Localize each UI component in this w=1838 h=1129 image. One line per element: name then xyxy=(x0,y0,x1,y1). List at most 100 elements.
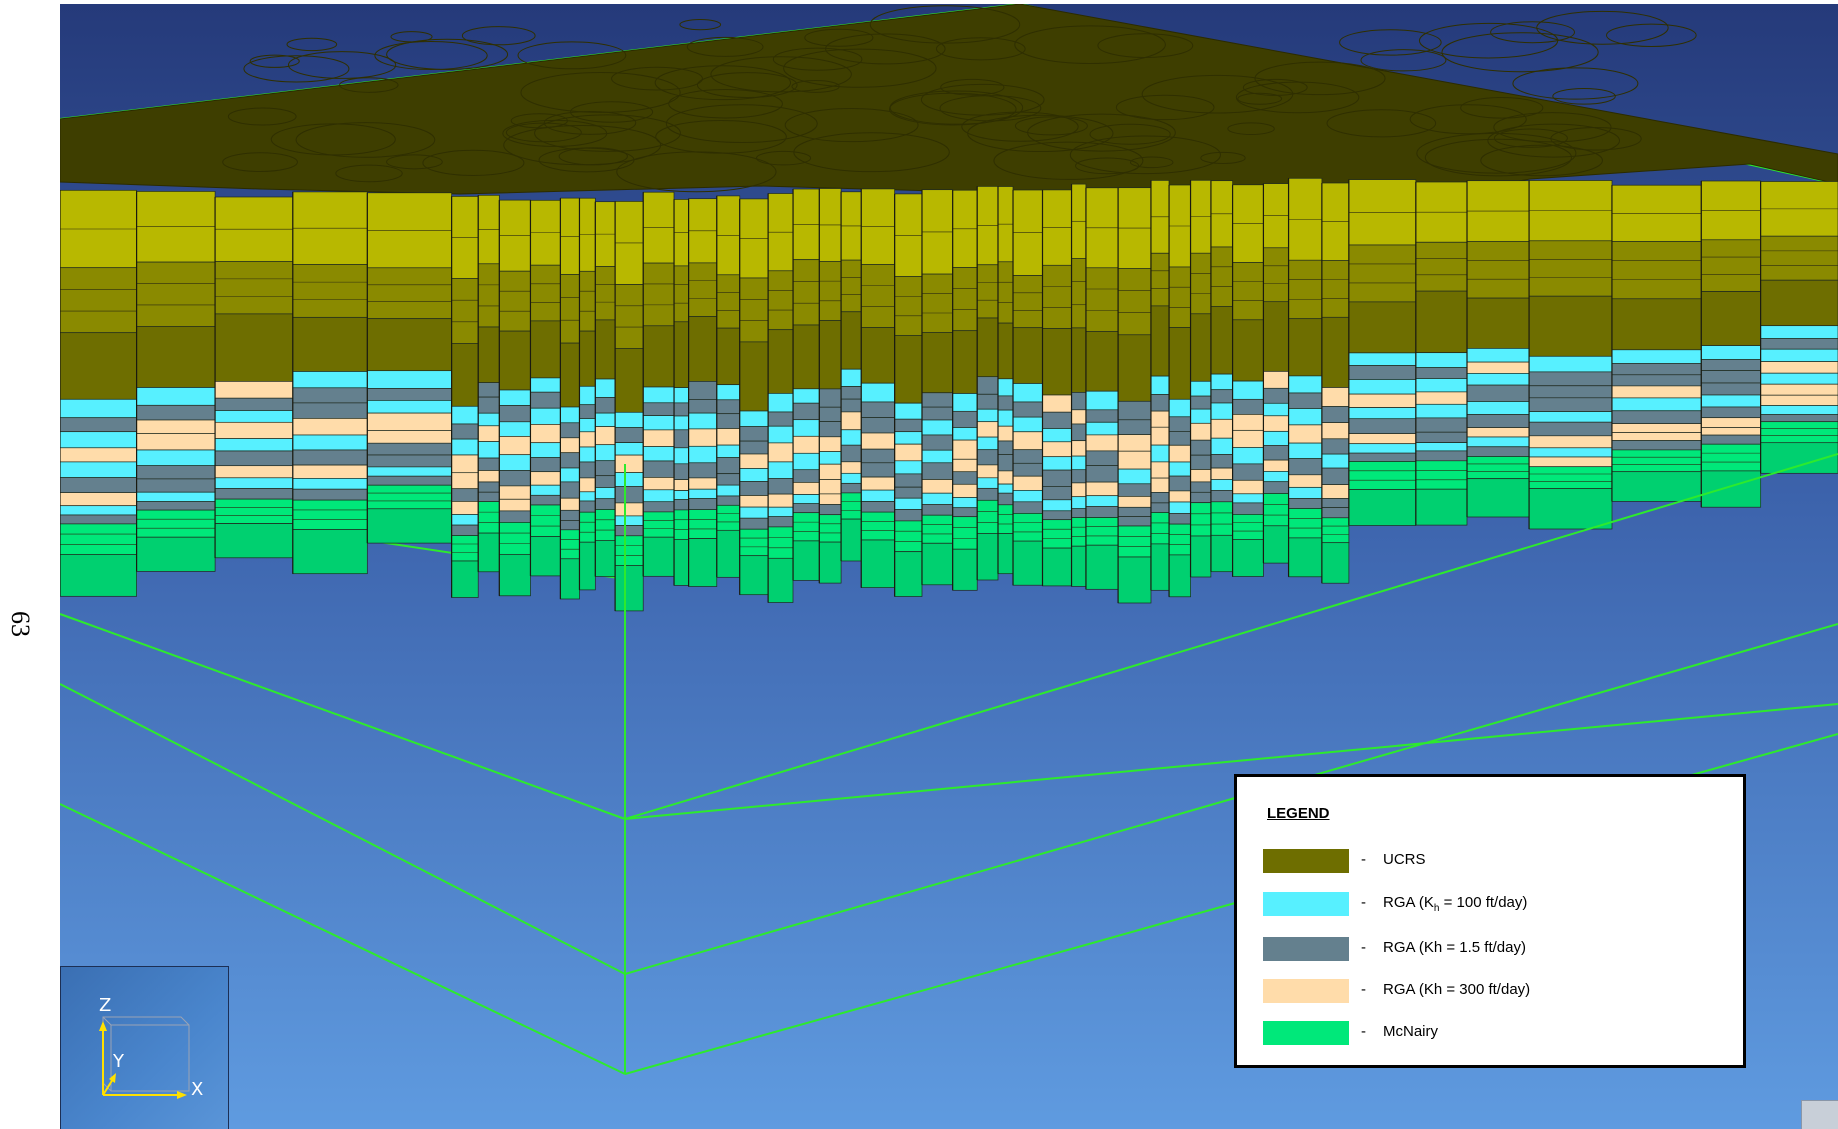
grid-cell xyxy=(1190,252,1212,315)
grid-cell xyxy=(1210,490,1233,503)
grid-cell xyxy=(1263,247,1289,303)
grid-cell xyxy=(594,397,616,414)
grid-cell xyxy=(642,429,675,447)
mesh-cell xyxy=(686,36,764,57)
grid-cell xyxy=(1232,479,1264,495)
grid-cell xyxy=(1085,517,1119,546)
grid-cell xyxy=(688,488,718,499)
grid-cell xyxy=(840,398,862,413)
grid-cell xyxy=(136,449,216,467)
grid-cell xyxy=(498,436,531,456)
grid-column xyxy=(292,191,368,575)
mesh-cell xyxy=(1493,128,1568,148)
grid-cell xyxy=(1263,459,1289,472)
grid-cell xyxy=(1012,462,1043,477)
grid-cell xyxy=(594,319,616,380)
grid-cell xyxy=(1071,482,1087,498)
grid-cell xyxy=(594,540,616,577)
grid-cell xyxy=(739,517,769,530)
grid-cell xyxy=(366,388,452,401)
grid-cell xyxy=(1190,422,1212,441)
grid-cell xyxy=(1700,291,1762,346)
grid-cell xyxy=(1117,483,1152,497)
grid-cell xyxy=(1071,258,1087,329)
mesh-cell xyxy=(520,72,681,113)
grid-cell xyxy=(1611,471,1702,502)
grid-cell xyxy=(1611,385,1702,399)
grid-cell xyxy=(1321,406,1350,423)
grid-cell xyxy=(1263,445,1289,461)
y-axis-line xyxy=(102,1078,114,1096)
grid-cell xyxy=(1528,447,1613,458)
grid-cell xyxy=(214,523,294,559)
grid-model-view[interactable] xyxy=(60,4,1838,1129)
grid-cell xyxy=(214,488,294,500)
grid-cell xyxy=(366,400,452,414)
grid-column xyxy=(1117,187,1152,604)
grid-cell xyxy=(1263,525,1289,564)
grid-cell xyxy=(1190,535,1212,578)
grid-cell xyxy=(688,498,718,511)
grid-cell xyxy=(1071,455,1087,471)
grid-cell xyxy=(767,411,794,427)
grid-cell xyxy=(498,470,531,487)
mesh-cell xyxy=(461,26,536,46)
grid-cell xyxy=(716,384,741,401)
grid-cell xyxy=(976,421,999,438)
grid-cell xyxy=(792,452,820,471)
grid-cell xyxy=(1012,490,1043,503)
grid-cell xyxy=(673,499,689,511)
grid-cell xyxy=(997,533,1014,575)
grid-cell xyxy=(614,411,644,428)
mesh-cell xyxy=(422,149,525,176)
grid-cell xyxy=(767,393,794,413)
grid-cell xyxy=(1012,383,1043,403)
grid-cell xyxy=(840,492,862,520)
grid-cell xyxy=(451,501,479,515)
grid-cell xyxy=(1528,435,1613,449)
grid-cell xyxy=(997,492,1014,506)
wireframe-edge xyxy=(60,683,626,975)
grid-cell xyxy=(673,265,689,323)
wireframe-edge xyxy=(60,613,626,820)
grid-cell xyxy=(688,538,718,587)
grid-cell xyxy=(1168,554,1191,598)
grid-cell xyxy=(921,406,954,421)
grid-cell xyxy=(1348,365,1417,380)
grid-cell xyxy=(1760,421,1838,444)
grid-cell xyxy=(214,450,294,467)
grid-cell xyxy=(642,460,675,478)
grid-cell xyxy=(976,488,999,501)
grid-cell xyxy=(579,511,596,543)
grid-cell xyxy=(451,343,479,407)
grid-cell xyxy=(1415,241,1468,292)
grid-cell xyxy=(530,442,561,458)
grid-cell xyxy=(1042,547,1072,587)
scrollbar-corner[interactable] xyxy=(1801,1100,1838,1129)
legend-dash: - xyxy=(1361,851,1366,868)
mesh-cell xyxy=(1441,32,1599,73)
grid-cell xyxy=(1466,384,1530,402)
grid-cell xyxy=(716,473,741,486)
grid-cell xyxy=(860,401,895,418)
grid-cell xyxy=(976,376,999,395)
grid-cell xyxy=(716,444,741,458)
grid-cell xyxy=(1611,432,1702,441)
mesh-cell xyxy=(570,101,654,123)
grid-cell xyxy=(688,399,718,414)
grid-cell xyxy=(530,457,561,473)
grid-cell xyxy=(1117,400,1152,421)
grid-cell xyxy=(451,405,479,425)
mesh-cell xyxy=(755,150,812,166)
grid-cell xyxy=(1012,431,1043,451)
legend-dash: - xyxy=(1361,981,1366,998)
grid-cell xyxy=(1700,417,1762,428)
grid-cell xyxy=(1466,446,1530,457)
grid-cell xyxy=(579,477,596,493)
grid-column xyxy=(1528,180,1613,530)
grid-cell xyxy=(136,433,216,451)
model-3d-viewport[interactable]: Z Y X LEGEND - UCRS - RGA (Kh = 100 ft/d… xyxy=(60,4,1838,1129)
grid-cell xyxy=(366,412,452,431)
grid-cell xyxy=(792,512,820,542)
grid-cell xyxy=(921,273,954,333)
